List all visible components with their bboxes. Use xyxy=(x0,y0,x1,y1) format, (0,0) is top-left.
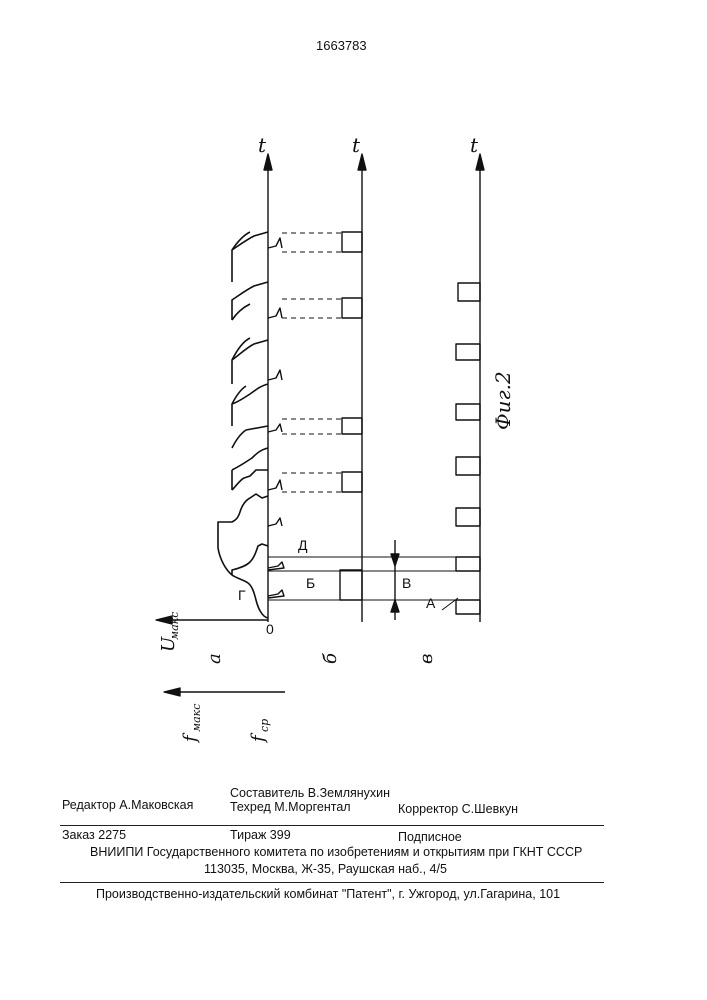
t-label-a: t xyxy=(258,133,267,157)
institute: ВНИИПИ Государственного комитета по изоб… xyxy=(90,845,582,859)
techred: Техред М.Моргентал xyxy=(230,800,351,814)
f-max-label: f xyxy=(180,732,201,744)
spike xyxy=(268,238,284,598)
editor: Редактор А.Маковская xyxy=(62,798,193,812)
y-label-sub: макс xyxy=(168,612,181,640)
f-axis-arrow xyxy=(164,688,180,696)
t-label-b: t xyxy=(352,133,361,157)
pulse-v xyxy=(456,457,480,475)
label-b: Б xyxy=(306,575,315,591)
label-a: А xyxy=(426,595,436,611)
pulse-v xyxy=(456,557,480,571)
label-zero: 0 xyxy=(266,621,274,637)
composer: Составитель В.Землянухин xyxy=(230,786,390,800)
row-b-label: б xyxy=(320,652,341,664)
waveform-a xyxy=(218,232,268,618)
pulse-v xyxy=(456,344,480,360)
divider xyxy=(60,825,604,826)
label-g: Г xyxy=(238,587,246,603)
label-d: Д xyxy=(298,537,308,553)
pulse-b xyxy=(340,570,362,600)
tirage: Тираж 399 xyxy=(230,828,291,842)
f-cp-sub: ср xyxy=(258,719,271,732)
pulse-b xyxy=(342,418,362,434)
f-cp-label: f xyxy=(248,732,269,744)
subscription: Подписное xyxy=(398,830,462,844)
pulse-v xyxy=(458,283,480,301)
pulse-b xyxy=(342,232,362,252)
figure-caption: Фиг.2 xyxy=(491,371,515,430)
f-max-sub: макс xyxy=(190,704,203,732)
pulse-v xyxy=(456,404,480,420)
divider xyxy=(60,882,604,883)
row-v-label: в xyxy=(416,654,437,664)
corrector: Корректор С.Шевкун xyxy=(398,802,518,816)
pulse-v xyxy=(456,508,480,526)
timing-diagram-figure: t t t В А Б Г Д 0 U макс а б в f макс f … xyxy=(0,0,707,780)
address: 113035, Москва, Ж-35, Раушская наб., 4/5 xyxy=(204,862,447,876)
publisher: Производственно-издательский комбинат "П… xyxy=(96,887,560,901)
order: Заказ 2275 xyxy=(62,828,126,842)
t-label-c: t xyxy=(470,133,479,157)
pulse-b xyxy=(342,472,362,492)
label-v: В xyxy=(402,575,411,591)
pulse-v xyxy=(456,600,480,614)
row-a-label: а xyxy=(204,653,225,664)
pulse-b xyxy=(342,298,362,318)
